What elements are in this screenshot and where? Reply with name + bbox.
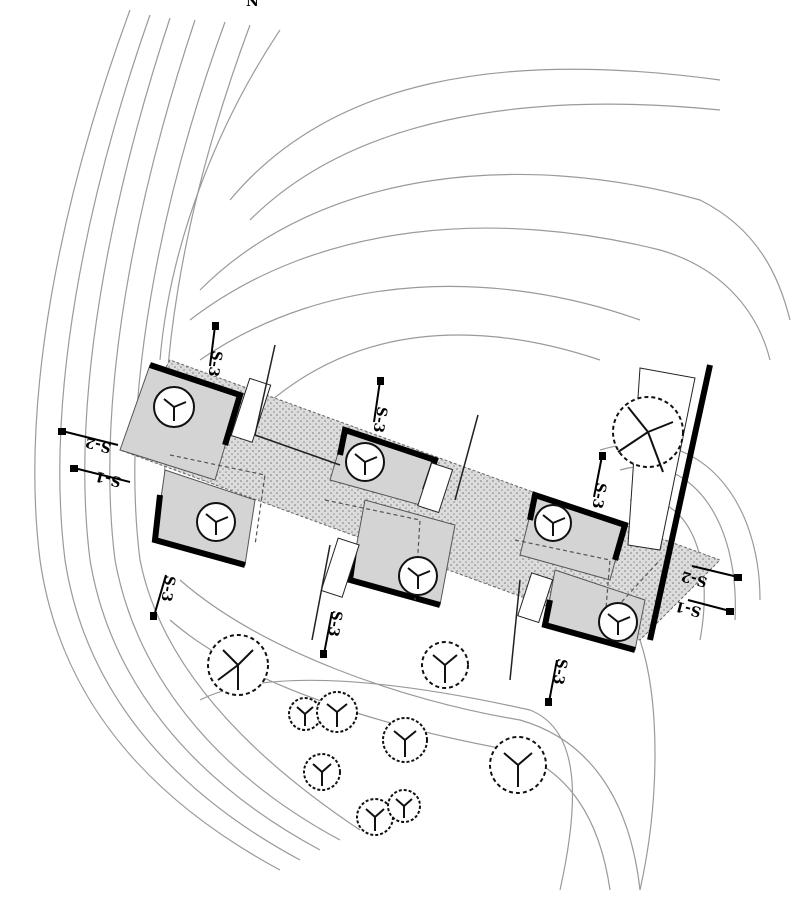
svg-text:S-3: S-3 <box>370 405 390 434</box>
svg-text:S-3: S-3 <box>550 657 570 686</box>
tree-icon <box>316 691 358 733</box>
svg-text:S-1: S-1 <box>674 597 703 619</box>
svg-text:S-3: S-3 <box>158 574 178 603</box>
section-marker-s3: S-3 <box>370 377 390 434</box>
tree-icon <box>345 442 385 482</box>
tree-icon <box>387 789 421 823</box>
section-marker-s3: S-3 <box>205 322 225 378</box>
section-marker-s1-right: S-1 <box>674 597 734 620</box>
svg-text:S-2: S-2 <box>680 567 709 589</box>
contour-lines <box>34 9 791 891</box>
svg-text:S-3: S-3 <box>205 349 225 378</box>
tree-icon <box>489 736 547 794</box>
tree-icon <box>196 502 236 542</box>
section-marker-s3: S-3 <box>589 452 609 510</box>
tree-icon <box>421 641 469 689</box>
section-marker-s3: S-3 <box>545 657 570 706</box>
tree-icon <box>398 556 438 596</box>
svg-text:S-2: S-2 <box>84 433 113 455</box>
section-marker-s1-left: S-1 <box>70 465 131 490</box>
tree-icon <box>356 798 394 836</box>
tree-icon <box>207 634 269 696</box>
tree-icon <box>153 386 195 428</box>
trees <box>153 386 684 836</box>
tree-icon <box>534 504 572 542</box>
tree-icon <box>612 396 684 473</box>
tree-icon <box>598 602 638 642</box>
section-marker-s2-right: S-2 <box>680 565 742 590</box>
svg-text:S-3: S-3 <box>589 481 609 510</box>
tree-icon <box>303 753 341 791</box>
tree-icon <box>382 717 428 763</box>
section-marker-s3: S-3 <box>150 574 178 620</box>
section-markers: S-1 S-2 S-1 S-2 S-3 S-3 S-3 S-3 S-3 S-3 <box>58 322 742 706</box>
section-marker-s3: S-3 <box>320 609 345 658</box>
svg-text:S-1: S-1 <box>94 467 123 489</box>
north-label: N <box>246 0 259 10</box>
svg-text:S-3: S-3 <box>325 609 345 638</box>
section-marker-s2-left: S-2 <box>58 428 119 456</box>
